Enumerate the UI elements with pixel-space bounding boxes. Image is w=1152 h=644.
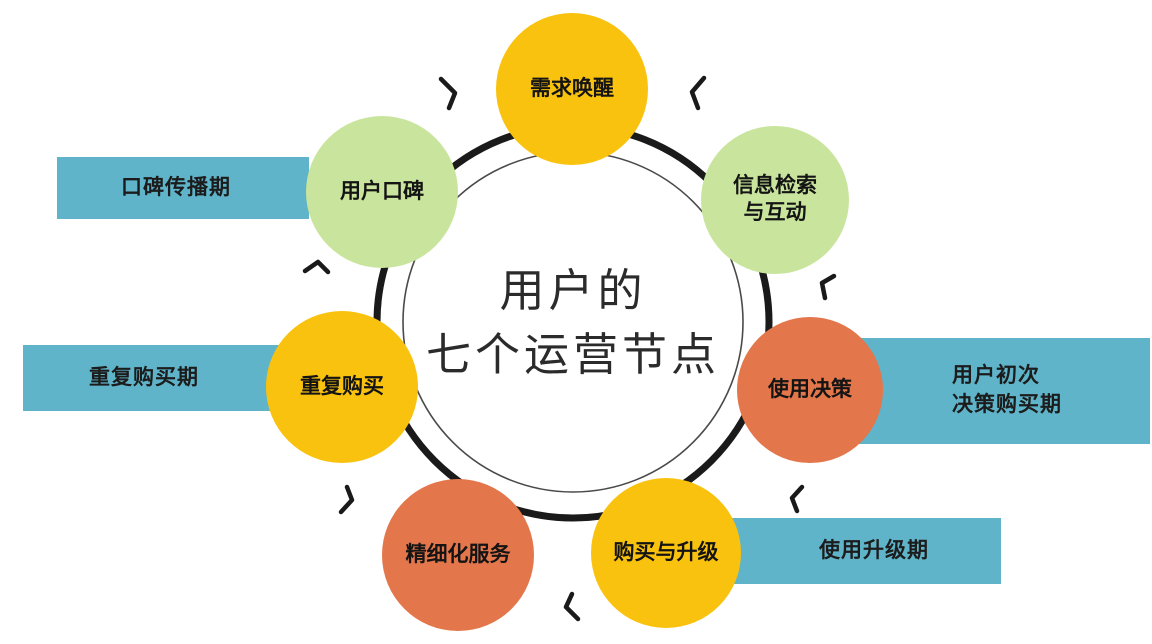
node-purchase-upgrade[interactable]: 购买与升级 [591,478,741,628]
chevron-tick [338,484,355,515]
phase-bar-label: 重复购买期 [89,365,199,389]
node-label: 需求唤醒 [530,76,614,100]
node-label: 信息检索 与互动 [733,174,817,224]
chevron-tick [438,76,458,111]
node-label: 购买与升级 [613,540,719,564]
title-line-1: 用户的 [499,264,647,318]
node-label: 重复购买 [300,374,384,398]
chevron-tick [819,273,837,301]
chevron-tick [789,484,805,514]
node-demand-awakening[interactable]: 需求唤醒 [496,13,648,165]
node-use-decision[interactable]: 使用决策 [737,317,883,463]
phase-bar-first-decision-period: 用户初次 决策购买期 [832,338,1150,444]
node-refined-service[interactable]: 精细化服务 [382,479,534,631]
phase-bar-label: 使用升级期 [819,538,929,562]
page-title: 用户的 七个运营节点 [398,243,748,403]
chevron-tick [563,591,581,622]
phase-bar-word-of-mouth-period: 口碑传播期 [57,157,309,219]
phase-bar-repeat-purchase-period: 重复购买期 [23,345,299,411]
chevron-tick [302,259,331,275]
node-label: 用户口碑 [340,179,424,203]
chevron-tick [689,75,707,111]
node-repeat-purchase[interactable]: 重复购买 [266,311,418,463]
phase-bar-usage-upgrade-period: 使用升级期 [719,518,1001,584]
node-label: 精细化服务 [405,542,511,566]
title-line-2: 七个运营节点 [425,328,720,381]
node-user-word-of-mouth[interactable]: 用户口碑 [306,116,458,268]
phase-bar-label: 用户初次 决策购买期 [952,364,1062,416]
node-label: 使用决策 [768,377,852,401]
node-info-search[interactable]: 信息检索 与互动 [701,126,849,274]
phase-bar-label: 口碑传播期 [121,175,231,199]
